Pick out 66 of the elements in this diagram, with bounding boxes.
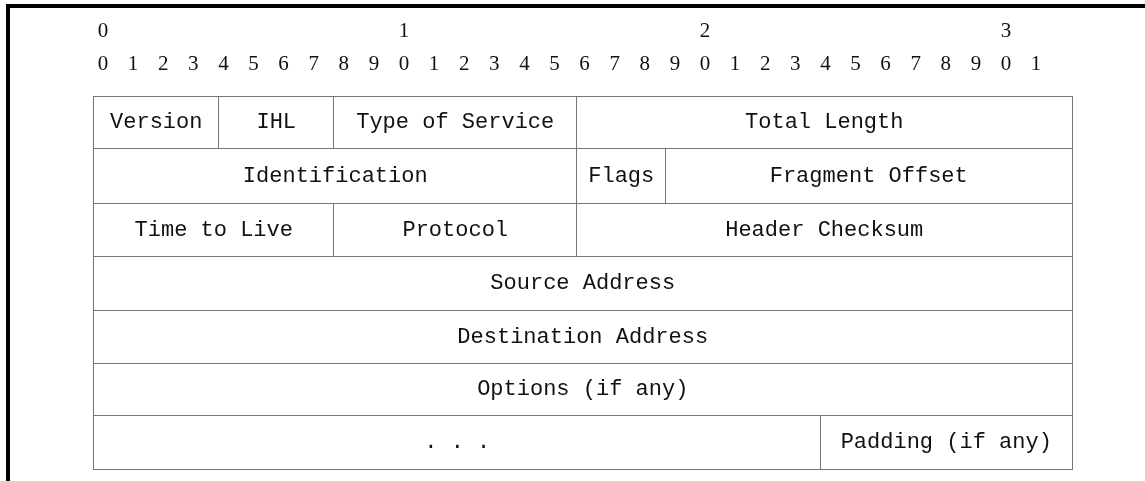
bit-number: 3 [489,53,500,74]
bit-number: 5 [549,53,560,74]
bit-number: 0 [699,53,711,74]
bit-number: 0 [398,53,410,74]
bit-number: 9 [669,53,681,74]
bit-number: 6 [278,53,289,74]
bit-number: 1 [1030,53,1042,74]
bit-tens-number: 3 [1000,20,1012,41]
header-field [93,96,220,150]
bit-number: 0 [97,53,109,74]
field-name: Type of Service [356,110,555,136]
field-name: . . . [424,429,491,455]
bit-number: 2 [458,53,470,74]
header-field [576,203,1073,258]
bit-number: 1 [127,53,139,74]
header-field [576,96,1073,150]
bit-tens-number: 0 [97,20,109,41]
bit-number: 2 [759,53,771,74]
field-name: Total Length [745,110,904,136]
bit-number: 3 [188,53,199,74]
bit-number: 9 [368,53,380,74]
field-name: Header Checksum [725,217,924,243]
header-field [93,363,1073,417]
header-field [93,256,1073,312]
bit-number: 8 [940,53,952,74]
field-name: Destination Address [457,324,709,350]
field-name: Flags [588,163,655,189]
header-field [665,148,1073,205]
field-name: Options (if any) [477,377,689,403]
bit-number: 0 [1000,53,1012,74]
bit-number: 8 [338,53,350,74]
field-name: Padding (if any) [840,429,1052,455]
bit-number: 7 [308,53,319,74]
bit-number: 5 [850,53,861,74]
bit-number: 6 [880,53,891,74]
header-field [333,96,578,150]
bit-tens-number: 2 [699,20,711,41]
bit-tens-number: 1 [398,20,410,41]
header-field [218,96,335,150]
bit-number: 1 [729,53,741,74]
bit-number: 9 [970,53,982,74]
header-field [93,203,335,258]
field-name: Version [110,110,203,136]
bit-number: 5 [248,53,259,74]
bit-number: 7 [609,53,620,74]
bit-number: 4 [218,53,229,74]
field-name: Protocol [402,217,509,243]
field-name: Source Address [490,271,676,297]
field-name: Fragment Offset [769,163,968,189]
field-name: IHL [256,110,297,136]
header-field [333,203,578,258]
bit-number: 2 [157,53,169,74]
field-name: Identification [242,163,428,189]
bit-number: 3 [790,53,801,74]
header-field [576,148,667,205]
header-field [93,415,822,470]
field-name: Time to Live [134,217,293,243]
bit-number: 4 [820,53,831,74]
header-field [93,148,578,205]
bit-number: 6 [579,53,590,74]
bit-number: 4 [519,53,530,74]
header-field [820,415,1073,470]
header-field [93,310,1073,365]
bit-number: 8 [639,53,651,74]
bit-number: 7 [910,53,921,74]
bit-number: 1 [428,53,440,74]
